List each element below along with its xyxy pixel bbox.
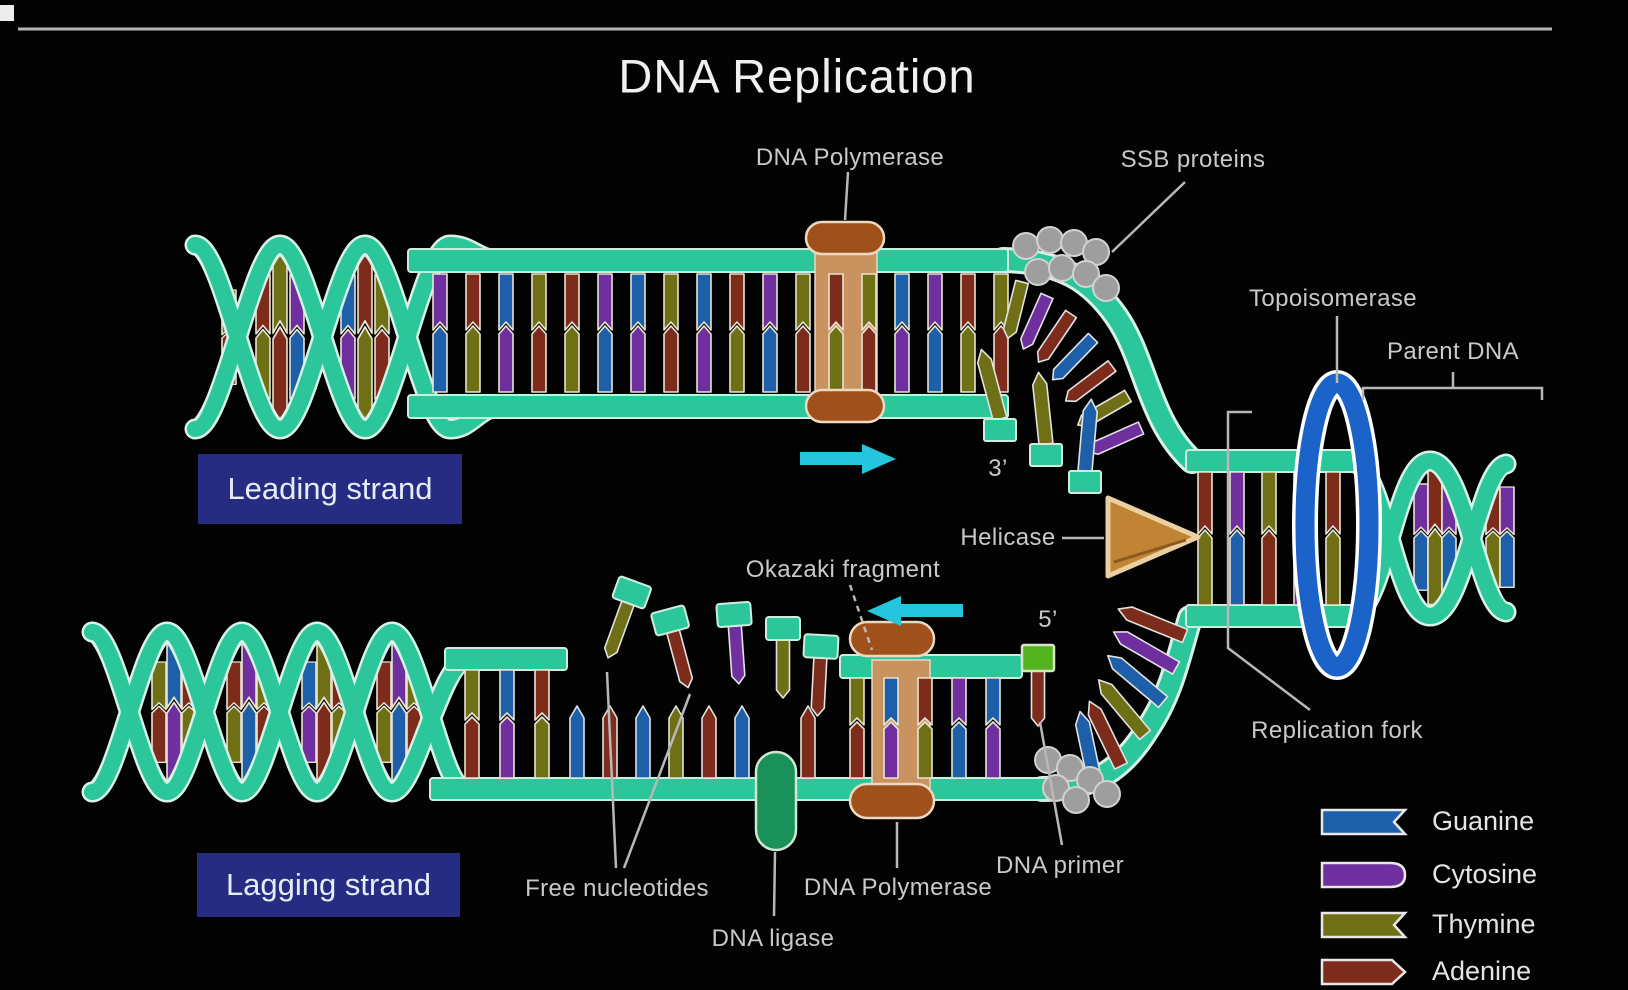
label-okazaki-fragment: Okazaki fragment bbox=[745, 556, 941, 583]
helicase-wedge bbox=[1105, 495, 1201, 579]
legend-row-guanine: Guanine bbox=[1320, 806, 1534, 837]
dna-polymerase-capsules bbox=[804, 220, 936, 820]
dna-ligase-enzyme bbox=[754, 750, 798, 852]
label-dna-primer: DNA primer bbox=[995, 852, 1125, 879]
leading-ladder-rungs bbox=[432, 273, 1009, 393]
lagging-strand-badge: Lagging strand bbox=[197, 853, 460, 917]
annotation-lines bbox=[605, 171, 1544, 917]
lagging-left-ladder-rungs bbox=[464, 669, 550, 779]
legend-label-guanine: Guanine bbox=[1432, 806, 1535, 836]
label-free-nucleotides: Free nucleotides bbox=[525, 875, 709, 902]
adenine-swatch-icon bbox=[1320, 958, 1407, 985]
okazaki-fragment-backbone bbox=[839, 654, 1023, 679]
lagging-strand-label: Lagging strand bbox=[225, 867, 432, 902]
dna-primer-marker bbox=[1020, 643, 1056, 727]
free-nucleotides-group bbox=[601, 575, 840, 718]
label-parent-dna: Parent DNA bbox=[1386, 338, 1520, 365]
leading-strand-label: Leading strand bbox=[227, 471, 433, 506]
label-three-prime: 3’ bbox=[988, 455, 1008, 482]
backbone-ribbons bbox=[81, 234, 1517, 803]
label-dna-polymerase-bottom: DNA Polymerase bbox=[803, 874, 993, 901]
ssb-proteins-top-cluster bbox=[1012, 226, 1120, 302]
cytosine-swatch-icon bbox=[1320, 861, 1407, 888]
label-replication-fork: Replication fork bbox=[1251, 717, 1423, 744]
legend-row-adenine: Adenine bbox=[1320, 956, 1531, 987]
legend-label-adenine: Adenine bbox=[1432, 956, 1532, 986]
corner-chip bbox=[0, 5, 14, 21]
legend-row-thymine: Thymine bbox=[1320, 909, 1536, 940]
label-helicase: Helicase bbox=[960, 524, 1056, 551]
label-five-prime: 5’ bbox=[1038, 606, 1058, 633]
label-dna-polymerase-top: DNA Polymerase bbox=[755, 144, 945, 171]
legend-label-thymine: Thymine bbox=[1432, 909, 1536, 939]
legend-row-cytosine: Cytosine bbox=[1320, 859, 1537, 890]
guanine-swatch-icon bbox=[1320, 808, 1408, 835]
leading-direction-arrow bbox=[800, 444, 896, 474]
leading-strand-badge: Leading strand bbox=[198, 454, 462, 524]
legend-label-cytosine: Cytosine bbox=[1432, 859, 1538, 889]
thymine-swatch-icon bbox=[1320, 911, 1408, 938]
page-title: DNA Replication bbox=[618, 49, 976, 103]
label-dna-ligase: DNA ligase bbox=[711, 925, 835, 952]
lagging-direction-arrow bbox=[867, 596, 963, 626]
nascent-strand-ends bbox=[973, 346, 1102, 494]
label-ssb-proteins: SSB proteins bbox=[1120, 146, 1266, 173]
label-topoisomerase: Topoisomerase bbox=[1249, 285, 1417, 312]
